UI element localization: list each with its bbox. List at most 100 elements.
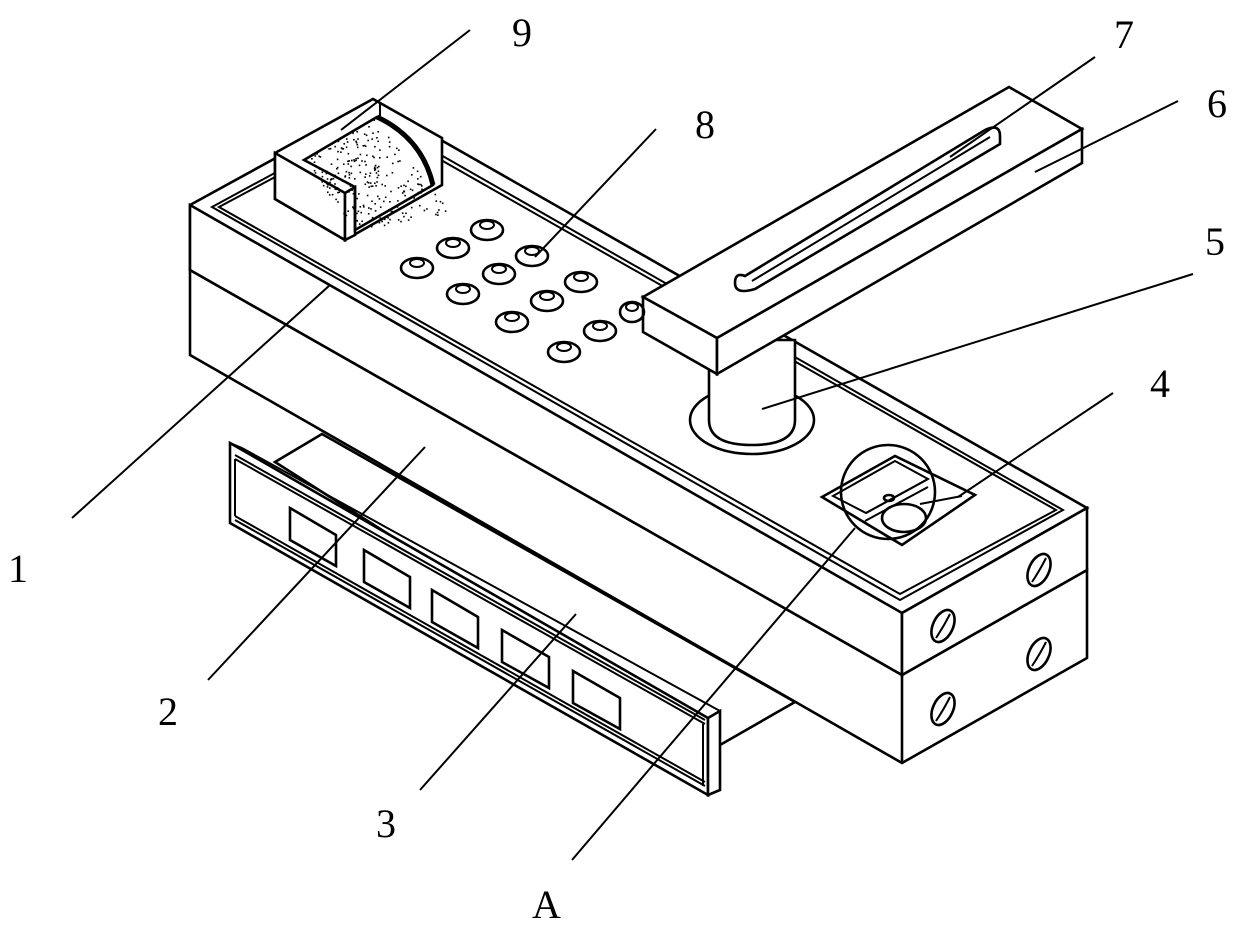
speckle-dot xyxy=(397,200,399,202)
display-window xyxy=(430,587,480,651)
speckle-dot xyxy=(329,179,332,181)
speckle-dot xyxy=(397,187,400,189)
speckle-dot xyxy=(327,191,329,194)
speckle-dot xyxy=(411,189,414,192)
speckle-dot xyxy=(346,141,349,143)
speckle-dot xyxy=(356,131,358,133)
speckle-dot xyxy=(372,132,374,134)
speckle-dot xyxy=(369,182,372,184)
speckle-dot xyxy=(376,137,378,139)
speckle-dot xyxy=(410,216,412,218)
speckle-dot xyxy=(388,145,391,148)
speckle-dot xyxy=(398,149,400,151)
display-window xyxy=(571,668,622,732)
speckle-dot xyxy=(335,188,338,191)
speckle-dot xyxy=(368,126,370,128)
display-window xyxy=(500,627,551,691)
speckle-dot xyxy=(336,187,339,189)
speckle-dot xyxy=(359,171,362,174)
speckle-dot xyxy=(411,174,413,176)
speckle-dot xyxy=(367,182,370,184)
speckle-dot xyxy=(347,163,350,165)
speckle-dot xyxy=(401,192,404,194)
speckle-dot xyxy=(426,208,428,210)
speckle-dot xyxy=(337,140,340,143)
speckle-dot xyxy=(306,161,308,163)
speckle-dot xyxy=(354,178,356,180)
speckle-dot xyxy=(342,148,345,150)
speckle-dot xyxy=(409,188,412,191)
speckle-dot xyxy=(322,184,325,187)
speckle-dot xyxy=(396,147,398,150)
speckle-dot xyxy=(417,191,420,194)
speckle-dot xyxy=(321,171,324,174)
speckle-dot xyxy=(340,151,342,153)
speckle-dot xyxy=(358,223,361,225)
speckle-dot xyxy=(341,148,344,150)
speckle-dot xyxy=(347,160,349,163)
speckle-dot xyxy=(359,153,362,156)
leader-line-5 xyxy=(761,273,1194,410)
speckle-dot xyxy=(410,206,413,209)
speckle-dot xyxy=(337,150,339,153)
speckle-dot xyxy=(354,228,356,230)
display-drawer xyxy=(228,432,798,798)
callout-label-4: 4 xyxy=(1150,361,1170,406)
speckle-dot xyxy=(356,143,359,146)
speckle-dot xyxy=(370,208,372,210)
speckle-dot xyxy=(353,160,356,163)
speckle-dot xyxy=(326,170,328,173)
speckle-dot xyxy=(435,213,437,216)
speckle-dot xyxy=(362,204,365,207)
speckle-dot xyxy=(334,145,336,148)
speckle-dot xyxy=(368,175,371,177)
speckle-dot xyxy=(390,210,393,213)
speckle-dot xyxy=(337,201,339,203)
speckle-dot xyxy=(313,169,316,172)
speckle-dot xyxy=(379,149,381,151)
speckle-dot xyxy=(343,212,345,215)
speckle-dot xyxy=(444,210,447,212)
card-reader-texture xyxy=(306,119,447,230)
speckle-dot xyxy=(360,211,362,214)
speckle-dot xyxy=(421,188,423,191)
speckle-dot xyxy=(375,185,377,187)
callout-label-9: 9 xyxy=(512,10,532,55)
speckle-dot xyxy=(404,194,406,197)
speckle-dot xyxy=(352,193,355,195)
speckle-dot xyxy=(338,191,341,194)
speckle-dot xyxy=(365,173,367,175)
speckle-dot xyxy=(346,138,348,140)
speckle-dot xyxy=(366,154,368,157)
speckle-dot xyxy=(371,216,374,219)
speckle-dot xyxy=(337,191,339,194)
speckle-dot xyxy=(389,218,391,221)
speckle-dot xyxy=(372,155,374,158)
speckle-dot xyxy=(403,190,405,192)
speckle-dot xyxy=(356,197,358,200)
speckle-dot xyxy=(375,172,378,174)
speckle-dot xyxy=(401,212,404,214)
speckle-dot xyxy=(353,207,355,209)
speckle-dot xyxy=(387,217,389,219)
speckle-dot xyxy=(373,156,375,159)
speckle-dot xyxy=(363,133,366,135)
speckle-dot xyxy=(340,147,343,149)
speckle-dot xyxy=(336,166,339,169)
speckle-dot xyxy=(419,175,422,178)
speckle-dot xyxy=(421,185,423,187)
speckle-dot xyxy=(403,215,405,218)
speckle-dot xyxy=(352,185,355,188)
display-windows xyxy=(288,505,622,732)
leader-line-8 xyxy=(534,128,657,258)
speckle-dot xyxy=(379,157,381,159)
speckle-dot xyxy=(418,183,420,186)
keypad-button-icon xyxy=(469,218,505,242)
speckle-dot xyxy=(355,157,357,160)
speckle-dot xyxy=(374,145,376,148)
speckle-dot xyxy=(321,175,324,178)
keypad-button-icon xyxy=(582,319,618,343)
keypad xyxy=(399,218,646,364)
speckle-dot xyxy=(352,206,354,208)
speckle-dot xyxy=(361,160,363,162)
